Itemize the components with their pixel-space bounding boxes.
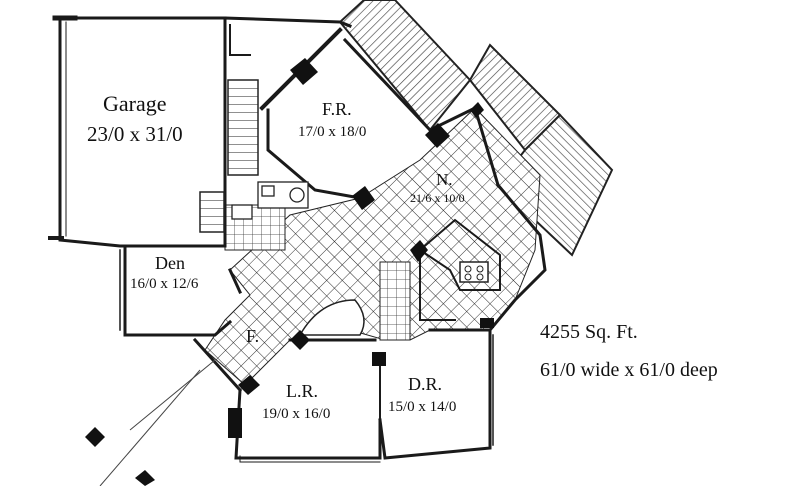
columns [85,58,494,486]
deck [338,0,614,257]
bath-fixtures [231,181,309,220]
living-room-label: L.R. [286,381,319,401]
den-size: 16/0 x 12/6 [130,276,199,292]
tile-floor [204,107,541,386]
dining-room-label: D.R. [408,374,443,394]
foyer-label: F. [246,326,260,346]
family-room-size: 17/0 x 18/0 [298,124,367,140]
square-footage: 4255 Sq. Ft. [540,321,638,343]
garage-label: Garage [103,91,167,116]
den-label: Den [155,253,185,273]
kitchen-range [459,261,489,283]
living-room-size: 19/0 x 16/0 [262,406,331,422]
stairs [199,79,365,336]
garage-size: 23/0 x 31/0 [87,122,183,146]
overall-dimensions: 61/0 wide x 61/0 deep [540,359,718,381]
dining-room-size: 15/0 x 14/0 [388,399,457,415]
nook-size: 21/6 x 10/0 [410,191,465,205]
walkway [99,359,216,486]
family-room-label: F.R. [322,99,352,119]
nook-label: N. [436,170,453,189]
walls [48,15,547,463]
